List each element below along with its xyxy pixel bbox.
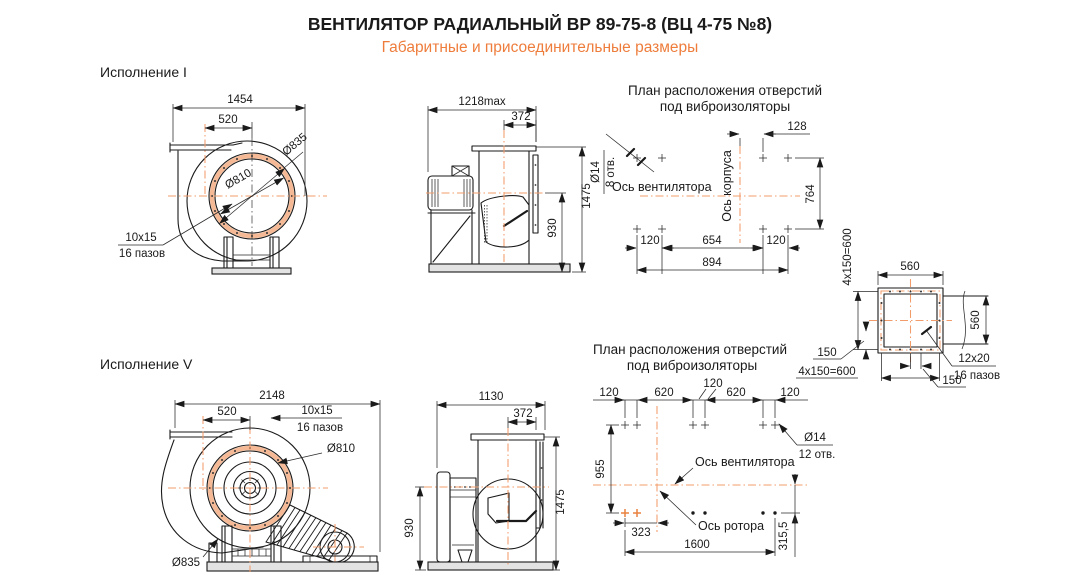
slots-count: 16 пазов (297, 422, 343, 434)
flange-bolt-slots (880, 290, 941, 351)
dim-372: 372 (513, 408, 532, 420)
exec1-side-view: 1218max 372 1475 930 (426, 96, 593, 273)
slots-note: 10x15 (301, 405, 332, 417)
dim-3155: 315,5 (778, 522, 790, 551)
dim-128: 128 (787, 121, 806, 133)
dim-120c: 120 (780, 387, 799, 399)
dim-1130: 1130 (479, 391, 504, 403)
dim-dia810: Ø810 (223, 167, 253, 191)
base-plate (211, 267, 292, 275)
exec5-holes-plan: План расположения отверстий под виброизо… (593, 342, 835, 557)
exec1-label: Исполнение I (100, 64, 187, 80)
dim-120a: 120 (599, 387, 618, 399)
flange-slots-count: 16 пазов (954, 370, 1000, 382)
hole-count-label: 12 отв. (799, 449, 836, 461)
plan-title-1: План расположения отверстий (593, 342, 787, 357)
dim-1454: 1454 (227, 94, 253, 106)
dim-560-top: 560 (900, 261, 919, 273)
dim-955: 955 (595, 459, 607, 478)
dim-620b: 620 (726, 387, 745, 399)
vibro-holes-bottom (621, 509, 777, 517)
plan-title-1: План расположения отверстий (628, 83, 822, 98)
dim-764: 764 (805, 184, 817, 204)
vibro-holes (633, 154, 792, 233)
exec1-front-view: Исполнение I 1454 520 (100, 64, 327, 275)
base-plate (206, 561, 379, 572)
dim-dia835: Ø835 (172, 557, 200, 569)
page-title: ВЕНТИЛЯТОР РАДИАЛЬНЫЙ ВР 89-75-8 (ВЦ 4-7… (308, 13, 772, 34)
dim-930: 930 (547, 218, 559, 237)
dim-1600: 1600 (684, 539, 710, 551)
dim-pitch-bottom: 4x150=600 (798, 366, 855, 378)
exec5-front-view: Исполнение V (100, 356, 381, 572)
motor-body (449, 477, 477, 563)
dim-520: 520 (217, 406, 236, 418)
page-subtitle: Габаритные и присоединительные размеры (382, 39, 699, 56)
dim-dia810: Ø810 (327, 443, 355, 455)
slots-note: 10x15 (125, 232, 156, 244)
dim-894: 894 (702, 257, 722, 269)
flange-slots: 12x20 (958, 353, 989, 365)
dim-120a: 120 (640, 235, 659, 247)
axis-rotor-label: Ось ротора (698, 519, 764, 533)
dim-1475: 1475 (555, 489, 567, 515)
plan-title-2: под виброизоляторы (627, 358, 757, 373)
plan-title-2: под виброизоляторы (660, 99, 790, 114)
dim-620a: 620 (654, 387, 673, 399)
outlet-flange-view: 560 560 4x150=600 150 4x150=600 150 12x2… (796, 228, 1000, 388)
dim-560-side: 560 (970, 310, 982, 329)
motor-plate (436, 471, 451, 563)
outlet-bolts (540, 467, 543, 501)
dim-1475: 1475 (581, 183, 593, 209)
dim-520: 520 (218, 114, 237, 126)
axis-fan-label: Ось вентилятора (612, 180, 712, 194)
dim-150-bottom: 150 (942, 375, 961, 387)
header: ВЕНТИЛЯТОР РАДИАЛЬНЫЙ ВР 89-75-8 (ВЦ 4-7… (308, 13, 772, 56)
dim-pitch-left: 4x150=600 (842, 228, 854, 285)
hole-count-label: 8 отв. (605, 157, 617, 187)
axis-fan-label: Ось вентилятора (695, 455, 795, 469)
hole-dia-label: Ø14 (804, 432, 826, 444)
base-plate (427, 561, 554, 571)
slots-count: 16 пазов (119, 248, 165, 260)
exec5-label: Исполнение V (100, 356, 193, 372)
dim-120b: 120 (766, 235, 785, 247)
dim-930: 930 (404, 518, 416, 537)
dim-150-left: 150 (817, 347, 836, 359)
exec1-holes-plan: План расположения отверстий под виброизо… (590, 83, 824, 274)
dim-2148: 2148 (259, 390, 285, 402)
outlet-bolts (534, 164, 537, 226)
dim-372: 372 (511, 111, 530, 123)
vibro-holes-top (621, 421, 779, 429)
exec5-side-view: 1130 372 1475 930 (404, 391, 567, 571)
axis-body-label: Ось корпуса (720, 150, 734, 222)
base-plate (428, 263, 571, 273)
hole-dia-label: Ø14 (590, 161, 602, 183)
dim-323: 323 (631, 527, 650, 539)
impeller-cutaway (480, 195, 530, 248)
dim-1218max: 1218max (458, 96, 506, 108)
dim-654: 654 (702, 235, 722, 247)
dim-120b: 120 (703, 378, 722, 390)
motor-terminal-box (451, 165, 470, 177)
